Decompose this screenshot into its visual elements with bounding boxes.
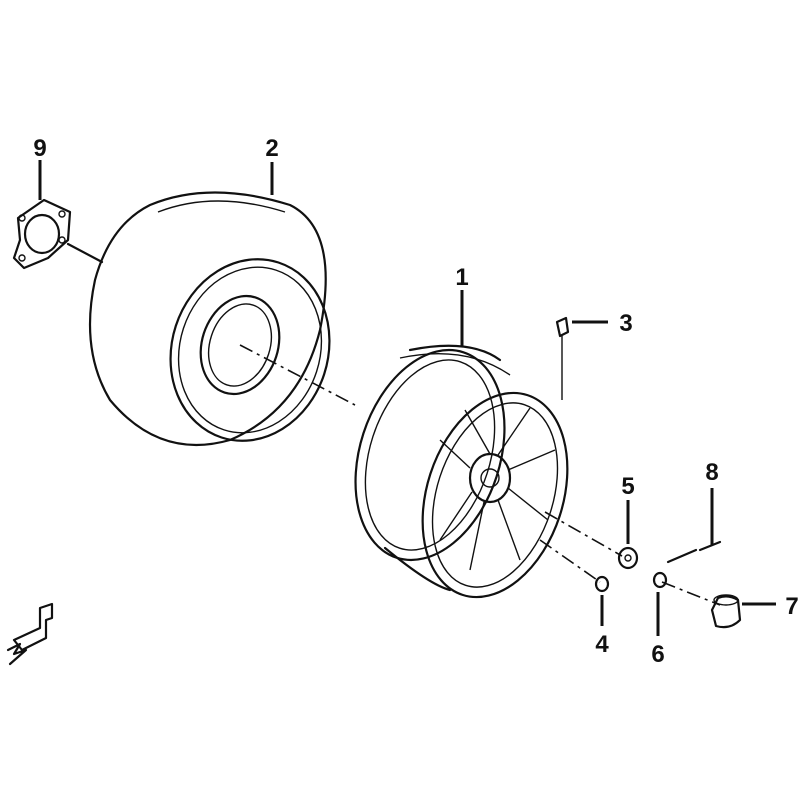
front-direction-icon <box>6 602 54 666</box>
callout-label-3: 3 <box>619 310 632 337</box>
part-1-wheel-rim <box>354 290 569 599</box>
assembly-line-nut <box>539 539 601 583</box>
callout-label-8: 8 <box>705 459 718 486</box>
part-8-cotter-pin <box>666 488 722 564</box>
part-4-lug-nut <box>594 575 610 626</box>
part-3-valve-stem <box>555 316 608 400</box>
callout-label-6: 6 <box>651 641 664 668</box>
callout-label-2: 2 <box>265 135 278 162</box>
part-7-hub-cap <box>710 594 776 629</box>
part-6-nut <box>652 571 668 636</box>
assembly-line-washer <box>544 511 623 557</box>
part-2-tire <box>88 162 331 447</box>
callout-label-1: 1 <box>455 264 468 291</box>
axle-centerline <box>239 344 356 406</box>
callout-label-4: 4 <box>595 631 609 658</box>
part-9-hub-plate <box>12 160 104 270</box>
callout-label-5: 5 <box>621 473 634 500</box>
part-5-washer <box>617 500 639 570</box>
assembly-line-cap <box>661 581 721 606</box>
callout-label-7: 7 <box>785 593 798 620</box>
callout-label-9: 9 <box>33 135 46 162</box>
